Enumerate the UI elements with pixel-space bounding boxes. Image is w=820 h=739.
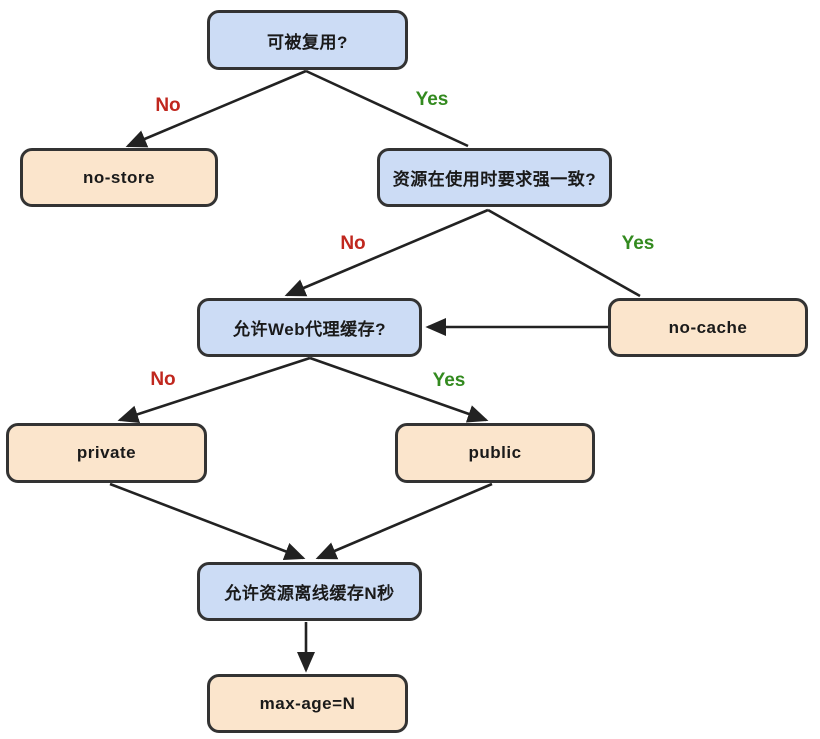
arrow-web-proxy-to-private (117, 356, 311, 424)
arrow-strong-consistency-to-no-cache (487, 208, 641, 298)
node-web-proxy: 允许Web代理缓存? (197, 298, 422, 357)
edge-label-yes-web-proxy: Yes (432, 370, 466, 391)
arrow-strong-consistency-to-web-proxy (284, 208, 489, 297)
arrow-private-to-offline-cache (109, 482, 306, 560)
arrow-web-proxy-to-public (309, 356, 489, 423)
node-no-cache: no-cache (608, 298, 808, 357)
node-offline-cache: 允许资源离线缓存N秒 (197, 562, 422, 621)
arrow-public-to-offline-cache (315, 482, 493, 560)
node-strong-consistency: 资源在使用时要求强一致? (377, 148, 612, 207)
edge-label-no-strong-consistency: No (340, 233, 366, 254)
node-no-store: no-store (20, 148, 218, 207)
node-public: public (395, 423, 595, 483)
node-private: private (6, 423, 207, 483)
edge-label-no-web-proxy: No (150, 369, 176, 390)
arrow-reusable-to-strong-consistency (305, 69, 469, 148)
edge-label-no-reusable: No (155, 95, 181, 116)
edge-label-yes-strong-consistency: Yes (621, 233, 655, 254)
arrow-reusable-to-no-store (125, 69, 307, 148)
node-max-age: max-age=N (207, 674, 408, 733)
edge-label-yes-reusable: Yes (415, 89, 449, 110)
node-reusable: 可被复用? (207, 10, 408, 70)
